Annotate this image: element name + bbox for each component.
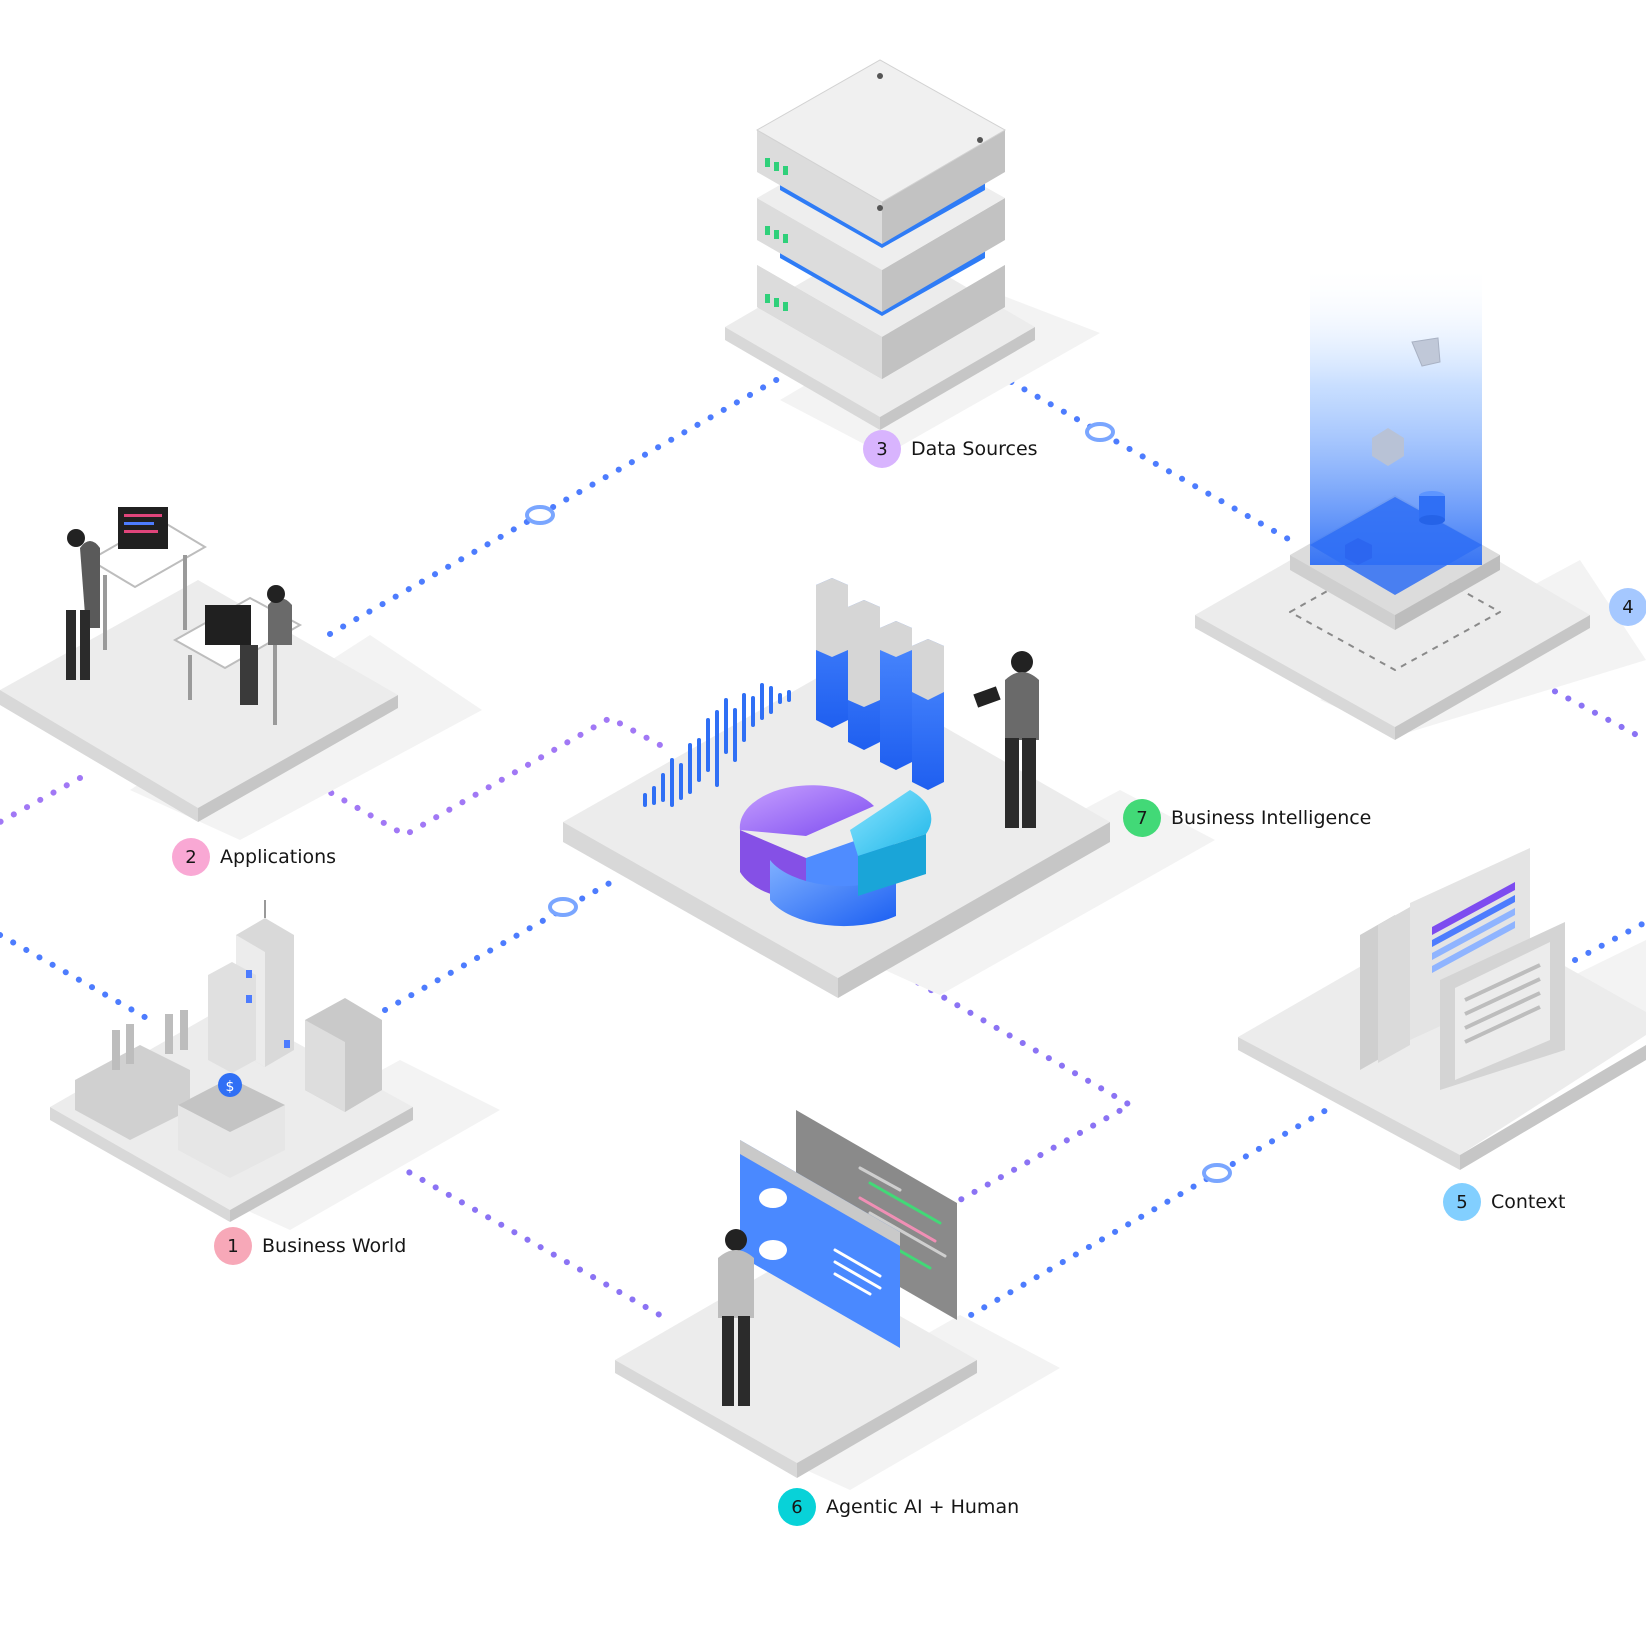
connector-business-world-business-intelligence <box>382 877 618 1013</box>
workstation-icon <box>66 507 303 725</box>
bar-columns-icon <box>816 578 944 790</box>
platform-business-world: $ <box>50 900 500 1230</box>
label-agentic-ai-human: 6 Agentic AI + Human <box>778 1488 1019 1526</box>
analyst-figure-icon <box>973 651 1039 828</box>
ring-node <box>1202 1163 1232 1183</box>
label-business-intelligence: 7 Business Intelligence <box>1123 799 1371 837</box>
badge-agentic-ai-human: 6 <box>778 1488 816 1526</box>
platform-agentic-ai-human <box>615 1110 1060 1490</box>
connector-business-world-left <box>0 932 153 1023</box>
badge-business-world: 1 <box>214 1227 252 1265</box>
platform-applications <box>0 507 482 840</box>
platform-data-sources <box>725 59 1100 455</box>
connector-context-right <box>1572 919 1646 963</box>
label-context-text: Context <box>1491 1191 1566 1213</box>
ring-node <box>1085 422 1115 442</box>
label-data-sources-text: Data Sources <box>911 438 1038 460</box>
ring-node <box>525 505 555 525</box>
dollar-icon: $ <box>226 1079 235 1095</box>
connector-data-sources-node-4 <box>982 364 1293 543</box>
badge-business-intelligence: 7 <box>1123 799 1161 837</box>
badge-data-sources: 3 <box>863 430 901 468</box>
city-icon: $ <box>75 900 382 1178</box>
connector-agentic-ai-context <box>942 1102 1338 1333</box>
pie-chart-icon <box>739 785 932 927</box>
platform-node-4 <box>1195 265 1646 740</box>
connector-business-world-agentic-ai <box>367 1147 668 1321</box>
connector-applications-data-sources <box>327 372 788 637</box>
chat-bubble-icon <box>759 1188 787 1208</box>
connectors <box>0 364 1646 1333</box>
waveform-icon <box>643 683 791 807</box>
label-data-sources: 3 Data Sources <box>863 430 1038 468</box>
badge-context: 5 <box>1443 1183 1481 1221</box>
ring-node <box>548 897 578 917</box>
badge-node-4: 4 <box>1609 588 1646 626</box>
server-stack-icon <box>755 59 1007 379</box>
chat-screens-icon <box>740 1110 957 1348</box>
human-figure-icon <box>718 1229 754 1406</box>
label-applications: 2 Applications <box>172 838 336 876</box>
chat-bubble-icon <box>759 1240 787 1260</box>
connector-business-intelligence-agentic-ai <box>902 972 1137 1203</box>
label-context: 5 Context <box>1443 1183 1565 1221</box>
label-applications-text: Applications <box>220 846 337 868</box>
platform-business-intelligence <box>563 578 1215 998</box>
dashed-outline <box>1289 552 1501 671</box>
connector-applications-left <box>0 775 83 825</box>
connector-applications-business-intelligence <box>302 714 663 839</box>
label-business-world-text: Business World <box>262 1235 407 1257</box>
label-node-4: 4 <box>1609 588 1646 626</box>
label-agentic-ai-human-text: Agentic AI + Human <box>826 1496 1020 1518</box>
documents-icon <box>1360 848 1565 1090</box>
badge-applications: 2 <box>172 838 210 876</box>
platform-context <box>1238 848 1646 1170</box>
data-beam-icon <box>1290 265 1500 630</box>
label-business-intelligence-text: Business Intelligence <box>1171 807 1372 829</box>
label-business-world: 1 Business World <box>214 1227 406 1265</box>
connector-node-4-right <box>1512 667 1646 743</box>
connector-rings <box>525 422 1232 1183</box>
